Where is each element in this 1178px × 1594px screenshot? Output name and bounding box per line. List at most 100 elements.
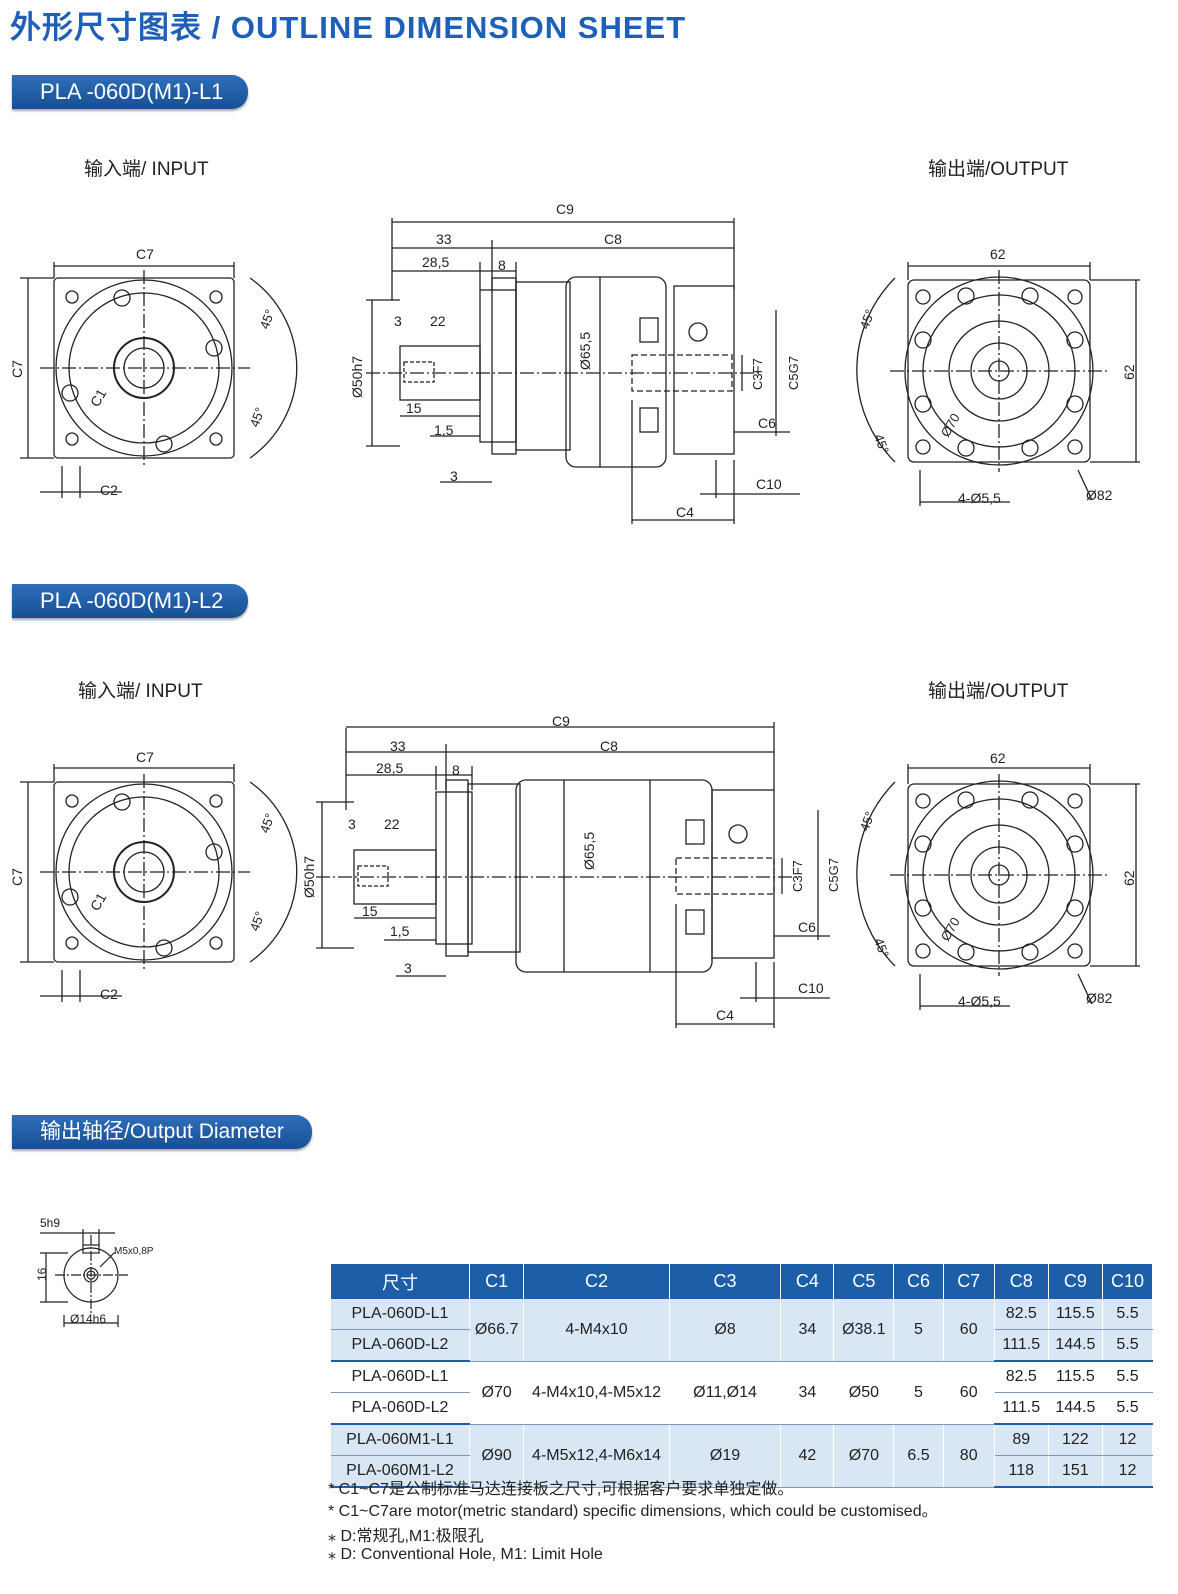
dim-c4-l2: C4 [716,1007,734,1023]
dim-c6-l2: C6 [798,919,816,935]
header-c7: C7 [943,1264,995,1299]
c1-cell: Ø66.7 [469,1299,525,1362]
dim-c2-l2: C2 [100,986,118,1002]
section-label-l1: PLA -060D(M1)-L1 [12,75,248,109]
dim-d65-5-l2: Ø65,5 [581,832,597,870]
c9-cell: 144.5 [1048,1329,1103,1362]
dim-c10: C10 [756,476,782,492]
spec-table-header: 尺寸 C1 C2 C3 C4 C5 C6 C7 C8 C9 C10 [331,1264,1154,1299]
dim-3-bottom: 3 [450,468,458,484]
dim-c5g7: C5G7 [786,356,801,390]
output-view-label: 输出端/OUTPUT [928,159,1069,180]
c9-cell: 115.5 [1048,1361,1103,1393]
c1-cell: Ø90 [469,1424,525,1488]
dim-28-5: 28,5 [422,254,449,270]
c5-cell: Ø38.1 [833,1299,895,1362]
dim-28-5-l2: 28,5 [376,760,403,776]
dim-33-l2: 33 [390,738,406,754]
c8-cell: 111.5 [994,1392,1049,1425]
dim-8-l2: 8 [452,762,460,778]
shaft-detail: 5h9 M5x0,8P 16 Ø14h6 [35,1216,154,1327]
dim-d50h7-l2: Ø50h7 [301,856,317,898]
output-view-label-l2: 输出端/OUTPUT [928,681,1069,702]
header-c9: C9 [1048,1264,1103,1299]
table-row: PLA-060D-L2 111.5 144.5 5.5 [331,1329,1154,1362]
dim-d14h6: Ø14h6 [70,1312,106,1326]
c6-cell: 5 [893,1299,944,1362]
header-c8: C8 [994,1264,1049,1299]
c8-cell: 89 [994,1424,1049,1456]
c7-cell: 80 [943,1424,995,1488]
dim-1-5: 1,5 [434,422,454,438]
table-row: PLA-060M1-L1 Ø90 4-M5x12,4-M6x14 Ø19 42 … [331,1424,1154,1488]
angle-45-top-l2: 45° [257,811,278,835]
dim-c7: C7 [136,246,154,262]
dim-62-side: 62 [1121,364,1137,380]
input-end-view: C7 C7 C2 C1 45° 45° [9,246,298,498]
dim-22: 22 [430,313,446,329]
dim-c2: C2 [100,482,118,498]
dim-33: 33 [436,231,452,247]
c10-cell: 5.5 [1102,1361,1154,1393]
input-view-label-l2: 输入端/ INPUT [78,681,203,702]
model-cell: PLA-060M1-L2 [331,1455,470,1488]
note-3: ⁎ D:常规孔,M1:极限孔 [328,1528,484,1545]
dim-d82: Ø82 [1086,487,1113,503]
note-4: ⁎ D: Conventional Hole, M1: Limit Hole [328,1546,603,1563]
dim-d82-l2: Ø82 [1086,990,1113,1006]
angle-45-out-top-l2: 45° [857,809,878,833]
dim-c6: C6 [758,415,776,431]
c9-cell: 122 [1048,1424,1103,1456]
header-c5: C5 [833,1264,895,1299]
c10-cell: 12 [1102,1424,1154,1456]
dim-c3f7: C3F7 [750,358,765,390]
c2-cell: 4-M4x10 [523,1299,670,1362]
input-view-label: 输入端/ INPUT [84,159,209,180]
c10-cell: 5.5 [1102,1392,1154,1425]
dim-62-top: 62 [990,246,1006,262]
dim-key-5h9: 5h9 [40,1216,60,1230]
c1-cell: Ø70 [469,1361,525,1425]
drawing-l2: C7 C7 C2 C1 45° 45° C9 33 C8 28,5 [9,713,1140,1028]
c8-cell: 111.5 [994,1329,1049,1362]
header-c6: C6 [893,1264,944,1299]
header-c1: C1 [469,1264,525,1299]
model-cell: PLA-060D-L2 [331,1392,470,1425]
c3-cell: Ø11,Ø14 [669,1361,782,1425]
dim-d50h7: Ø50h7 [349,356,365,398]
c4-cell: 42 [780,1424,835,1488]
dim-holes-l2: 4-Ø5,5 [958,993,1001,1009]
section-label-output-diameter: 输出轴径/Output Diameter [12,1115,312,1149]
angle-45-bottom: 45° [247,405,268,429]
c7-cell: 60 [943,1361,995,1425]
note-1: * C1~C7是公制标准马达连接板之尺寸,可根据客户要求单独定做。 [328,1481,794,1498]
dim-c3f7-l2: C3F7 [790,860,805,892]
dim-c7-side-l2: C7 [9,868,25,886]
dim-c7-side: C7 [9,360,25,378]
c2-cell: 4-M5x12,4-M6x14 [523,1424,670,1488]
dim-holes: 4-Ø5,5 [958,490,1001,506]
header-c2: C2 [523,1264,670,1299]
side-view-l2 [316,722,830,1028]
table-row: PLA-060M1-L2 118 151 12 [331,1455,1154,1488]
c8-cell: 82.5 [994,1299,1049,1330]
dim-m5: M5x0,8P [114,1246,154,1257]
input-end-view-l2 [20,764,298,1002]
angle-45-out-top: 45° [857,307,878,331]
c6-cell: 5 [893,1361,944,1425]
note-2: * C1~C7are motor(metric standard) specif… [328,1503,938,1520]
c3-cell: Ø8 [669,1299,782,1362]
dim-62-top-l2: 62 [990,750,1006,766]
page-title: 外形尺寸图表 / OUTLINE DIMENSION SHEET [10,10,687,45]
c6-cell: 6.5 [893,1424,944,1488]
drawing-l1: C7 C7 C2 C1 45° 45° C9 [9,201,1140,524]
output-end-view [856,262,1140,506]
model-cell: PLA-060M1-L1 [331,1424,470,1456]
dim-15-l2: 15 [362,903,378,919]
dim-c4: C4 [676,504,694,520]
spec-table: 尺寸 C1 C2 C3 C4 C5 C6 C7 C8 C9 C10 PLA-06… [331,1264,1154,1488]
c5-cell: Ø50 [833,1361,895,1425]
model-cell: PLA-060D-L2 [331,1329,470,1362]
c10-cell: 5.5 [1102,1329,1154,1362]
dim-16: 16 [35,1267,49,1281]
